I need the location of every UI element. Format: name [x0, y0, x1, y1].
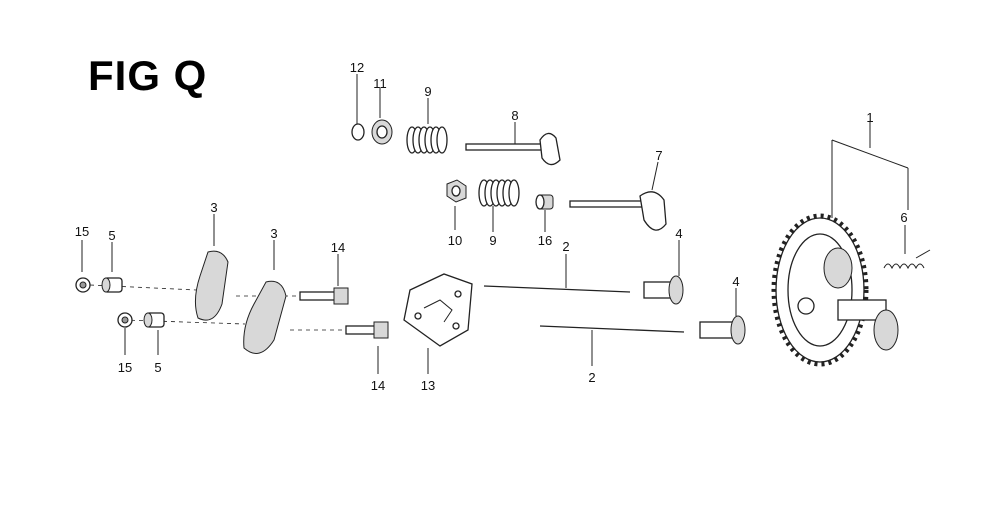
- part-4-tappets: [643, 275, 746, 345]
- callout-4-upper: 4: [675, 226, 682, 241]
- callout-14-lower: 14: [371, 378, 385, 393]
- part-12-cotter: [351, 123, 365, 141]
- callout-8: 8: [511, 108, 518, 123]
- part-9-upper-spring: [406, 126, 448, 154]
- part-9-lower-spring: [478, 179, 520, 207]
- part-8-valve: [465, 132, 561, 166]
- part-3-rocker-arms: [194, 250, 287, 354]
- callout-14-upper: 14: [331, 240, 345, 255]
- part-7-valve: [569, 191, 667, 231]
- callout-2-upper: 2: [562, 239, 569, 254]
- part-5-pivots: [101, 277, 165, 328]
- callout-9-upper: 9: [424, 84, 431, 99]
- part-16-stem-seal: [535, 194, 554, 210]
- part-2-push-rods: [483, 285, 685, 333]
- part-10-retainer: [446, 179, 467, 203]
- callout-11: 11: [373, 76, 387, 91]
- callout-numbers: 12 11 9 8 7 1 6 10 9 16 2 2 4 4 15 5 15 …: [75, 60, 908, 393]
- part-15-nuts: [75, 277, 133, 328]
- callout-4-lower: 4: [732, 274, 739, 289]
- callout-10: 10: [448, 233, 462, 248]
- callout-15-lower: 15: [118, 360, 132, 375]
- callout-6: 6: [900, 210, 907, 225]
- part-1-camshaft-gear: [771, 213, 899, 367]
- callout-1: 1: [866, 110, 873, 125]
- figure-title: FIG Q: [88, 52, 208, 99]
- callout-3-left: 3: [210, 200, 217, 215]
- callout-12: 12: [350, 60, 364, 75]
- callout-2-lower: 2: [588, 370, 595, 385]
- callout-3-right: 3: [270, 226, 277, 241]
- part-11-retainer: [371, 119, 393, 145]
- part-13-guide-plate: [403, 273, 473, 347]
- part-14-studs: [299, 287, 389, 339]
- callout-9-lower: 9: [489, 233, 496, 248]
- callout-7: 7: [655, 148, 662, 163]
- callout-13: 13: [421, 378, 435, 393]
- callout-5-upper: 5: [108, 228, 115, 243]
- callout-16: 16: [538, 233, 552, 248]
- callout-15-upper: 15: [75, 224, 89, 239]
- callout-5-lower: 5: [154, 360, 161, 375]
- leader-lines: [81, 74, 909, 374]
- part-6-spring: [883, 249, 931, 270]
